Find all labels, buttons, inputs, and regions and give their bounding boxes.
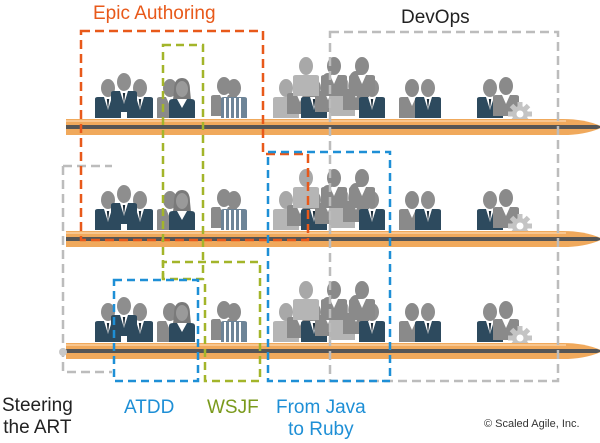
team-stripe-3 xyxy=(211,301,247,342)
team-gear-2 xyxy=(477,189,532,238)
from-java-label-line2: to Ruby xyxy=(288,419,354,440)
team-stripe-2 xyxy=(211,189,247,230)
from-java-box xyxy=(266,150,392,383)
team-dark-suits-2 xyxy=(95,185,153,230)
devops-box xyxy=(328,30,560,383)
team-row-1 xyxy=(66,57,600,135)
train-rail-3 xyxy=(66,343,600,359)
team-gear-3 xyxy=(477,301,532,350)
devops-label: DevOps xyxy=(401,7,470,28)
team-row-2 xyxy=(66,169,600,247)
wsjf-label: WSJF xyxy=(207,397,259,418)
steering-label-line1: Steering xyxy=(2,395,73,416)
steering-box xyxy=(61,166,112,374)
atdd-label: ATDD xyxy=(124,397,175,418)
team-gear-1 xyxy=(477,77,532,126)
team-pair-1 xyxy=(399,79,441,118)
steering-marker xyxy=(59,348,67,356)
epic-authoring-box xyxy=(79,29,310,242)
atdd-box xyxy=(112,278,200,383)
team-row-3 xyxy=(66,281,600,359)
team-stripe-1 xyxy=(211,77,247,118)
from-java-label-line1: From Java xyxy=(276,397,366,418)
steering-label-line2: the ART xyxy=(3,417,72,438)
steering-label: Steering the ART xyxy=(2,395,73,439)
from-java-label: From Java to Ruby xyxy=(276,397,366,441)
team-dark-suits-3 xyxy=(95,297,153,342)
team-pair-3 xyxy=(399,303,441,342)
wsjf-box-bottom xyxy=(161,260,262,383)
team-dark-suits-1 xyxy=(95,73,153,118)
team-woman-3 xyxy=(157,302,195,342)
epic-authoring-label: Epic Authoring xyxy=(93,3,216,24)
train-rail-1 xyxy=(66,119,600,135)
train-rail-2 xyxy=(66,231,600,247)
team-pair-2 xyxy=(399,191,441,230)
copyright-text: © Scaled Agile, Inc. xyxy=(484,418,580,430)
